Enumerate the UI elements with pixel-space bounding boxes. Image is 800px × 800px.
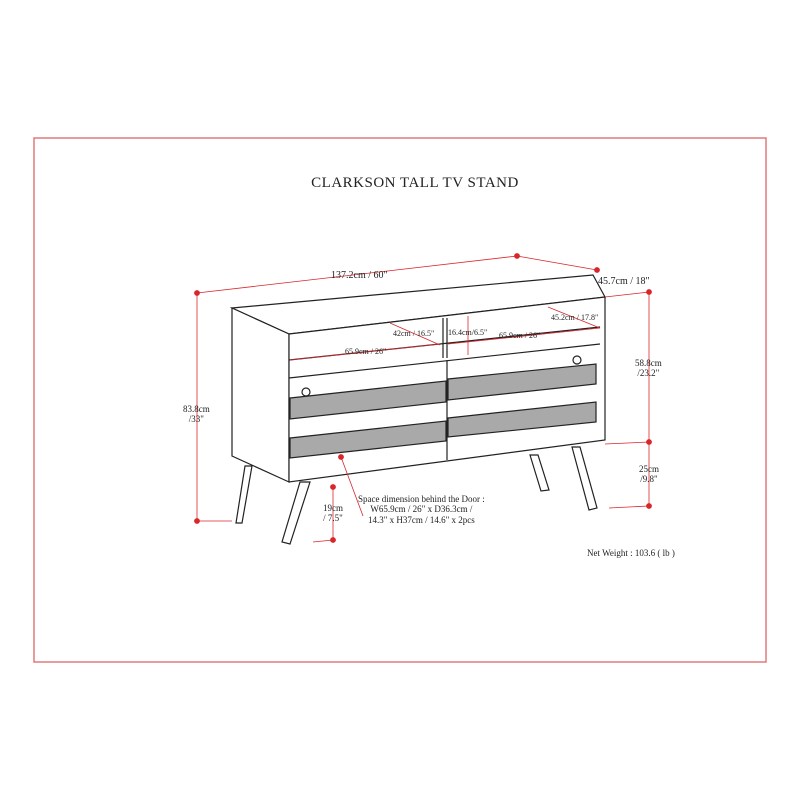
door-space-line-3: 14.3" x H37cm / 14.6" x 2pcs (367, 514, 475, 525)
body-height-in: /23.2" (637, 368, 660, 379)
shelf-right-width-label: 65.9cm / 26" (499, 331, 541, 340)
shelf-edge (288, 343, 601, 379)
left-door-stripe-2 (289, 420, 447, 459)
leg-height-cm: 25cm (639, 464, 659, 474)
body-height-cm: 58.8cm (635, 358, 662, 368)
net-weight: Net Weight : 103.6 ( lb ) (587, 548, 675, 558)
leg-height-in: /9.8" (640, 474, 658, 485)
leg-front-left (281, 481, 311, 545)
body-height-label: 58.8cm/23.2" (635, 358, 662, 379)
dimension-lines (194, 253, 652, 543)
total-height-cm: 83.8cm (183, 404, 210, 414)
leg-back-right (529, 454, 550, 492)
total-height-in: /33" (188, 414, 204, 425)
frame-border (33, 137, 767, 663)
depth-label: 45.7cm / 18" (598, 276, 650, 287)
cabinet-side (231, 307, 290, 483)
leg-back-left (235, 465, 253, 524)
leg-front-right (571, 446, 598, 511)
clearance-label: 19cm/ 7.5" (323, 503, 343, 524)
total-height-label: 83.8cm/33" (183, 404, 210, 425)
shelf-height-label: 16.4cm/6.5" (448, 328, 488, 337)
page-title: CLARKSON TALL TV STAND (311, 175, 519, 191)
clearance-cm: 19cm (323, 503, 343, 513)
right-door-handle-icon (572, 355, 582, 365)
left-door-handle-icon (301, 387, 311, 397)
width-label: 137.2cm / 60" (331, 270, 388, 281)
right-door-stripe-1 (447, 363, 597, 401)
clearance-in: / 7.5" (323, 513, 343, 524)
door-space-line-1: Space dimension behind the Door : (358, 494, 485, 504)
leg-height-label: 25cm/9.8" (639, 464, 659, 485)
right-door-stripe-2 (447, 401, 597, 438)
left-door-stripe-1 (289, 380, 447, 420)
shelf-depth-left-label: 42cm / 16.5" (393, 329, 435, 338)
door-space-note: Space dimension behind the Door :W65.9cm… (358, 494, 485, 525)
shelf-left-width-label: 65.9cm / 26" (345, 347, 387, 356)
shelf-depth-right-label: 45.2cm / 17.8" (551, 313, 599, 322)
cabinet (229, 274, 606, 545)
door-space-line-2: W65.9cm / 26" x D36.3cm / (370, 504, 473, 515)
